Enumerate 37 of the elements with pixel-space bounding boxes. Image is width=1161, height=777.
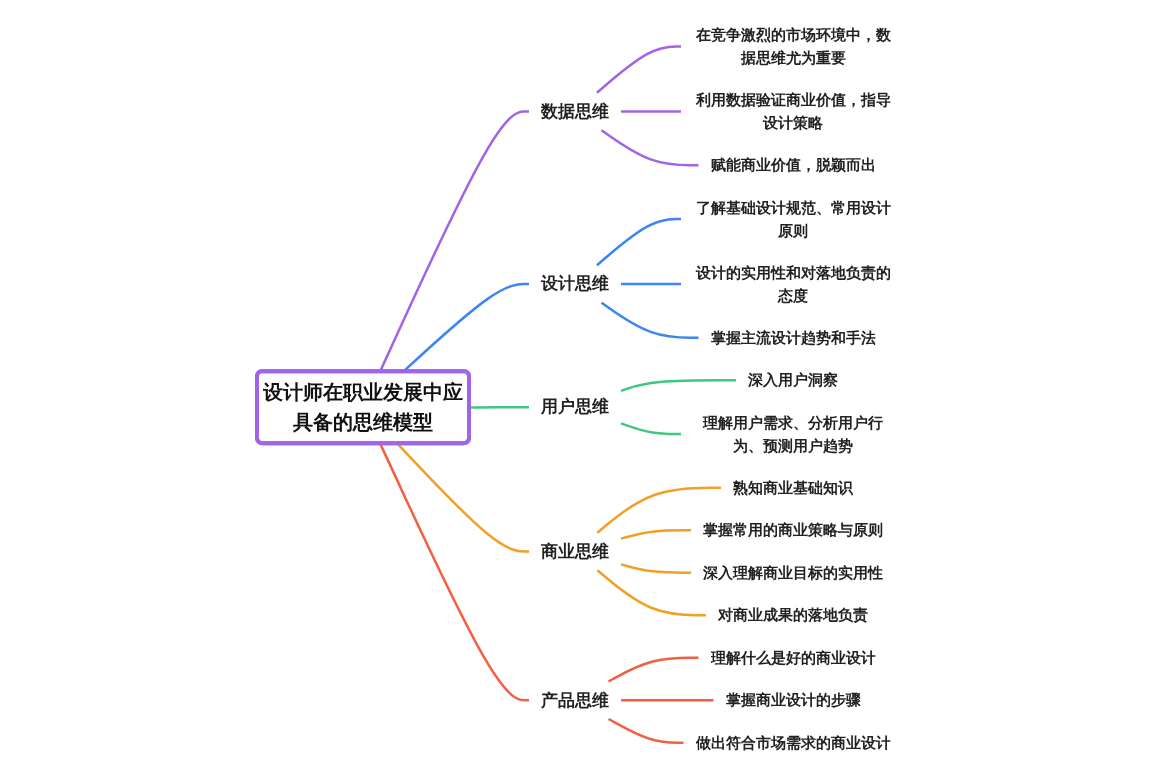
connector	[596, 568, 706, 616]
node-text: 了解基础设计规范、常用设计原则	[695, 198, 890, 239]
node-text: 数据思维	[540, 100, 609, 121]
connector	[596, 486, 721, 534]
connector	[620, 698, 713, 701]
node-text: 深入用户洞察	[747, 370, 838, 389]
node-text: 设计思维	[540, 272, 609, 293]
connector	[600, 128, 698, 166]
connector	[378, 442, 529, 701]
connector	[595, 44, 681, 94]
node-text: 理解什么是好的商业设计	[710, 648, 875, 666]
node-text: 用户思维	[540, 395, 609, 416]
node-text: 赋能商业价值，脱颖而出	[710, 155, 875, 174]
node-text: 深入理解商业目标的实用性	[702, 563, 883, 581]
connector	[620, 421, 681, 435]
node-text: 产品思维	[540, 689, 609, 709]
connector	[620, 109, 681, 113]
node-text: 理解用户需求、分析用户行为、预测用户趋势	[702, 413, 883, 454]
node-text: 熟知商业基础知识	[732, 478, 853, 496]
connector	[620, 528, 691, 540]
connector	[620, 282, 681, 285]
node-text: 做出符合市场需求的商业设计	[695, 733, 890, 751]
connector	[607, 656, 698, 683]
connector	[595, 217, 681, 266]
node-text: 掌握商业设计的步骤	[725, 690, 860, 709]
node-text: 掌握主流设计趋势和手法	[710, 328, 875, 346]
node-text: 对商业成果的落地负责	[717, 605, 868, 624]
node-text: 在竞争激烈的市场环境中，数据思维尤为重要	[695, 25, 890, 66]
node-text: 商业思维	[540, 540, 609, 561]
node-text: 利用数据验证商业价值，指导设计策略	[695, 90, 890, 131]
connector	[620, 378, 736, 392]
node-text: 设计的实用性和对落地负责的态度	[695, 263, 890, 304]
connector	[607, 717, 683, 744]
connector	[620, 562, 691, 574]
connector	[396, 442, 529, 553]
connector	[600, 301, 698, 339]
node-text: 掌握常用的商业策略与原则	[702, 520, 883, 539]
